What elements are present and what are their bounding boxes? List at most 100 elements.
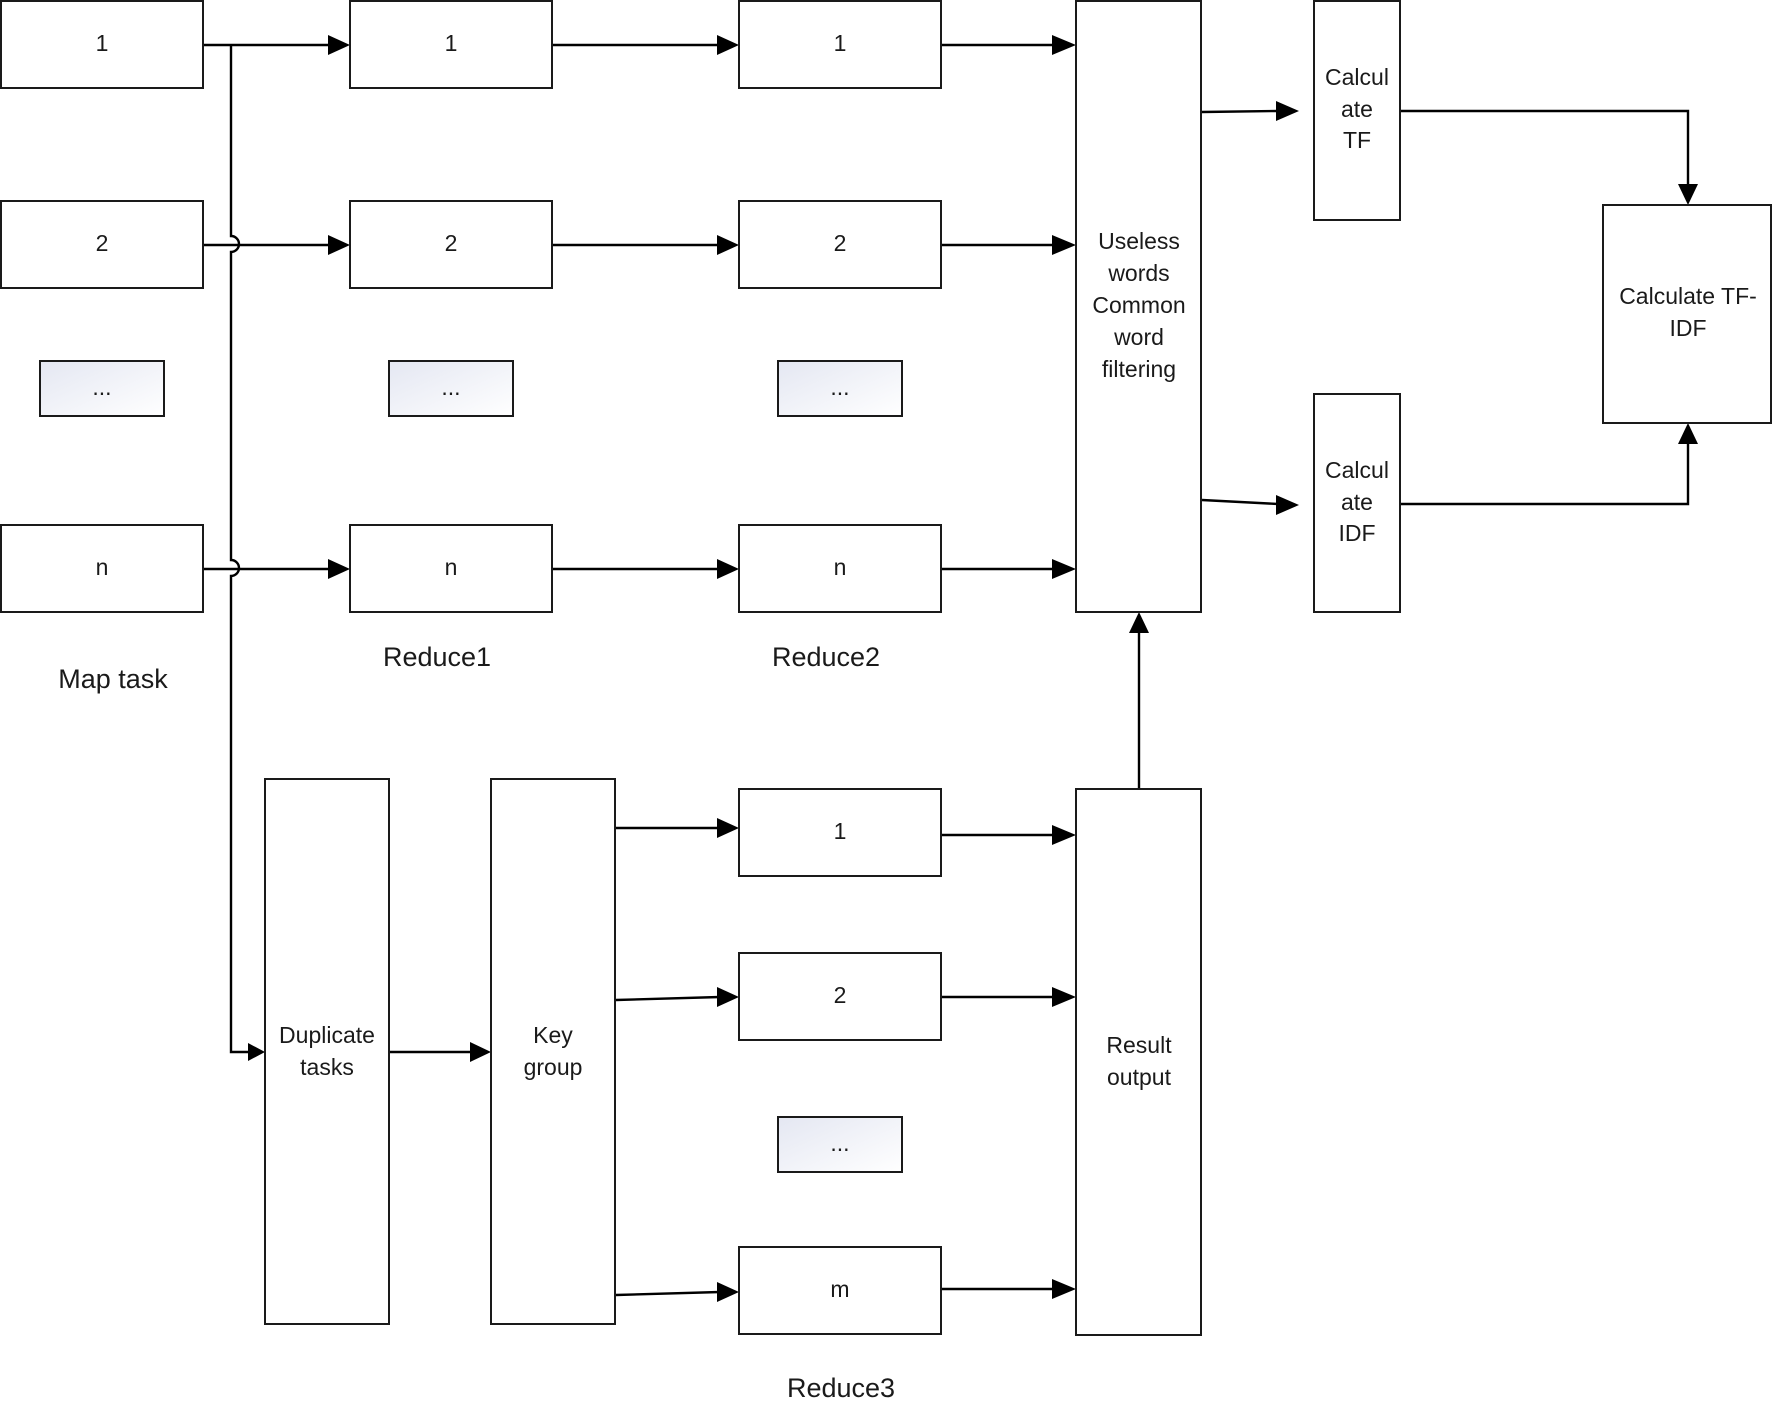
reduce1-label: 2 — [445, 230, 458, 256]
reduce2-box — [738, 524, 942, 613]
arrowhead — [1052, 235, 1076, 255]
reduce3-box — [738, 1246, 942, 1335]
arrowhead — [717, 35, 739, 55]
filter-box — [1075, 0, 1202, 613]
filter-label-line: Common — [1092, 292, 1185, 318]
ellipsis-box — [39, 360, 165, 417]
filter-stage: Useless words Common word filtering — [1075, 0, 1202, 613]
map-task-label: 2 — [96, 230, 109, 256]
reduce2-label: 1 — [834, 30, 847, 56]
arrowhead — [1276, 495, 1299, 515]
calculate-idf-label-line: IDF — [1338, 520, 1375, 546]
key-group-label-line: group — [524, 1054, 583, 1080]
calculate-tfidf-box — [1602, 204, 1772, 424]
arrowhead — [717, 818, 739, 838]
key-group-box — [490, 778, 616, 1325]
filter-label-line: filtering — [1102, 356, 1176, 382]
caption-reduce1: Reduce1 — [383, 642, 491, 672]
calculate-tf-label-line: ate — [1341, 96, 1373, 122]
reduce3-label: 2 — [834, 982, 847, 1008]
ellipsis-label: ... — [92, 374, 111, 400]
filter-label-line: word — [1113, 324, 1164, 350]
tf-idf-stage: Calcul ate TF Calcul ate IDF — [1313, 0, 1401, 613]
map-task-box — [0, 200, 204, 289]
reduce1-box — [349, 524, 553, 613]
calculate-idf-label-line: Calcul — [1325, 457, 1389, 483]
ellipsis-box — [777, 1116, 903, 1173]
edge-key-r3-m — [615, 1290, 721, 1297]
calculate-tf-box — [1313, 0, 1401, 221]
arrowhead — [1678, 423, 1698, 444]
duplicate-tasks-label-line: Duplicate — [279, 1022, 375, 1048]
map-task-column: 1 2 ... n Map task — [0, 0, 204, 694]
reduce1-box — [349, 200, 553, 289]
calculate-tfidf-label-line: IDF — [1669, 315, 1706, 341]
key-group-label-line: Key — [533, 1022, 573, 1048]
edge-filter-idf — [1201, 498, 1279, 506]
result-stage: Result output — [1075, 788, 1202, 1336]
edge-map-to-duplicate — [229, 45, 250, 1054]
filter-label-line: Useless — [1098, 228, 1180, 254]
caption-reduce2: Reduce2 — [772, 642, 880, 672]
arrowhead — [328, 35, 350, 55]
caption-reduce3: Reduce3 — [787, 1373, 895, 1403]
arrowhead — [1129, 612, 1149, 633]
arrowhead — [248, 1043, 265, 1061]
result-output-box — [1075, 788, 1202, 1336]
tfidf-stage: Calculate TF- IDF — [1602, 204, 1772, 424]
reduce3-column: 1 2 ... m Reduce3 — [738, 788, 942, 1403]
arrowhead — [1678, 184, 1698, 205]
arrowhead — [717, 987, 739, 1007]
reduce2-label: 2 — [834, 230, 847, 256]
reduce2-column: 1 2 ... n Reduce2 — [738, 0, 942, 672]
arrowhead — [1052, 559, 1076, 579]
reduce1-column: 1 2 ... n Reduce1 — [349, 0, 553, 672]
edge-tf-tfidf — [1401, 109, 1690, 186]
edge-filter-tf — [1201, 109, 1279, 114]
edge-key-r3-2 — [615, 995, 721, 1002]
arrowhead — [1052, 1279, 1076, 1299]
ellipsis-box — [777, 360, 903, 417]
map-task-box — [0, 524, 204, 613]
ellipsis-label: ... — [830, 1130, 849, 1156]
reduce3-box — [738, 952, 942, 1041]
arrowhead — [328, 559, 350, 579]
connectors — [203, 43, 1690, 1297]
calculate-tf-label-line: TF — [1343, 127, 1371, 153]
map-task-label: 1 — [96, 30, 109, 56]
ellipsis-label: ... — [830, 374, 849, 400]
reduce1-label: 1 — [445, 30, 458, 56]
arrowhead — [717, 1282, 739, 1302]
arrowhead — [717, 235, 739, 255]
arrowhead — [1052, 35, 1076, 55]
arrowheads — [248, 35, 1698, 1302]
map-task-label: n — [96, 554, 109, 580]
result-output-label-line: Result — [1106, 1032, 1172, 1058]
arrowhead — [1052, 987, 1076, 1007]
ellipsis-box — [388, 360, 514, 417]
arrowhead — [470, 1042, 491, 1062]
calculate-idf-box — [1313, 393, 1401, 613]
map-task-box — [0, 0, 204, 89]
arrowhead — [328, 235, 350, 255]
lower-pipeline: Duplicate tasks Key group — [264, 778, 616, 1325]
arrowhead — [1276, 101, 1299, 121]
reduce3-box — [738, 788, 942, 877]
reduce1-box — [349, 0, 553, 89]
calculate-tf-label-line: Calcul — [1325, 64, 1389, 90]
arrowhead — [1052, 825, 1076, 845]
calculate-tfidf-label-line: Calculate TF- — [1619, 283, 1757, 309]
ellipsis-label: ... — [441, 374, 460, 400]
reduce2-box — [738, 0, 942, 89]
caption-map-task: Map task — [58, 664, 168, 694]
arrowhead — [717, 559, 739, 579]
reduce1-label: n — [445, 554, 458, 580]
filter-label-line: words — [1107, 260, 1169, 286]
reduce3-label: 1 — [834, 818, 847, 844]
duplicate-tasks-box — [264, 778, 390, 1325]
calculate-idf-label-line: ate — [1341, 489, 1373, 515]
edge-idf-tfidf — [1401, 442, 1690, 506]
result-output-label-line: output — [1107, 1064, 1172, 1090]
duplicate-tasks-label-line: tasks — [300, 1054, 354, 1080]
